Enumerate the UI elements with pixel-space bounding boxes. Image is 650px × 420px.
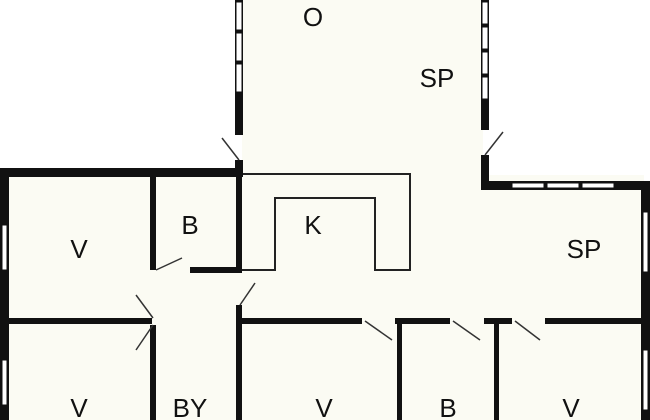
door-entry-right bbox=[484, 131, 504, 156]
door-v-left-2 bbox=[135, 324, 154, 351]
wall-right bbox=[641, 181, 650, 420]
window-upper-left-3 bbox=[235, 63, 243, 93]
wall-hall-right-lower bbox=[236, 305, 242, 420]
room-label-v-bottom-left: V bbox=[70, 393, 88, 420]
wall-upper-right-stub bbox=[481, 155, 489, 189]
window-top-right-1 bbox=[511, 182, 545, 189]
room-label-k: K bbox=[304, 210, 322, 240]
window-upper-right-3 bbox=[481, 51, 489, 75]
room-label-by: BY bbox=[173, 393, 208, 420]
room-label-v-bottom-right: V bbox=[562, 393, 580, 420]
wall-bath-bottom bbox=[190, 267, 242, 273]
wall-mid-a bbox=[242, 318, 362, 324]
room-label-b-top: B bbox=[181, 210, 198, 240]
doors bbox=[135, 131, 541, 351]
window-right-lower bbox=[642, 349, 649, 411]
window-upper-right-2 bbox=[481, 26, 489, 50]
floor-areas bbox=[8, 0, 644, 420]
door-v-right bbox=[514, 320, 541, 341]
door-b-bottom bbox=[452, 320, 481, 341]
wall-mid-b bbox=[395, 318, 450, 324]
door-v-left-1 bbox=[135, 294, 154, 319]
wall-v-bath-divider bbox=[150, 175, 156, 270]
floor-upper-wing bbox=[242, 0, 483, 175]
room-label-sp-right: SP bbox=[567, 234, 602, 264]
window-upper-left-1 bbox=[235, 1, 243, 31]
wall-hall-left-lower bbox=[150, 325, 156, 420]
window-upper-right-1 bbox=[481, 1, 489, 25]
room-labels: O SP SP V B K V BY V B V bbox=[70, 2, 601, 420]
window-upper-left-2 bbox=[235, 32, 243, 62]
door-hall-top bbox=[239, 282, 256, 306]
room-label-v-top-left: V bbox=[70, 234, 88, 264]
wall-top-left bbox=[0, 168, 243, 177]
room-label-v-bottom-mid: V bbox=[315, 393, 333, 420]
wall-b-right bbox=[494, 318, 499, 420]
window-top-right-3 bbox=[581, 182, 615, 189]
door-bath-top bbox=[155, 257, 183, 271]
floor-main-block bbox=[8, 175, 644, 420]
interior-walls bbox=[8, 175, 642, 420]
wall-b-left bbox=[397, 318, 402, 420]
room-label-b-bottom: B bbox=[439, 393, 456, 420]
room-label-sp-top: SP bbox=[420, 63, 455, 93]
door-entry-left bbox=[221, 137, 240, 161]
wall-mid-left bbox=[8, 318, 152, 324]
wall-mid-d bbox=[545, 318, 642, 324]
window-upper-right-4 bbox=[481, 76, 489, 100]
window-left-upper bbox=[1, 224, 8, 271]
room-label-o: O bbox=[303, 2, 323, 32]
door-v-mid bbox=[364, 320, 393, 341]
kitchen-counter bbox=[242, 173, 411, 271]
window-left-lower bbox=[1, 359, 8, 406]
window-top-right-2 bbox=[546, 182, 580, 189]
window-right-upper bbox=[642, 211, 649, 273]
windows bbox=[1, 1, 649, 411]
wall-bath-kitchen bbox=[236, 175, 242, 273]
wall-left bbox=[0, 168, 9, 420]
